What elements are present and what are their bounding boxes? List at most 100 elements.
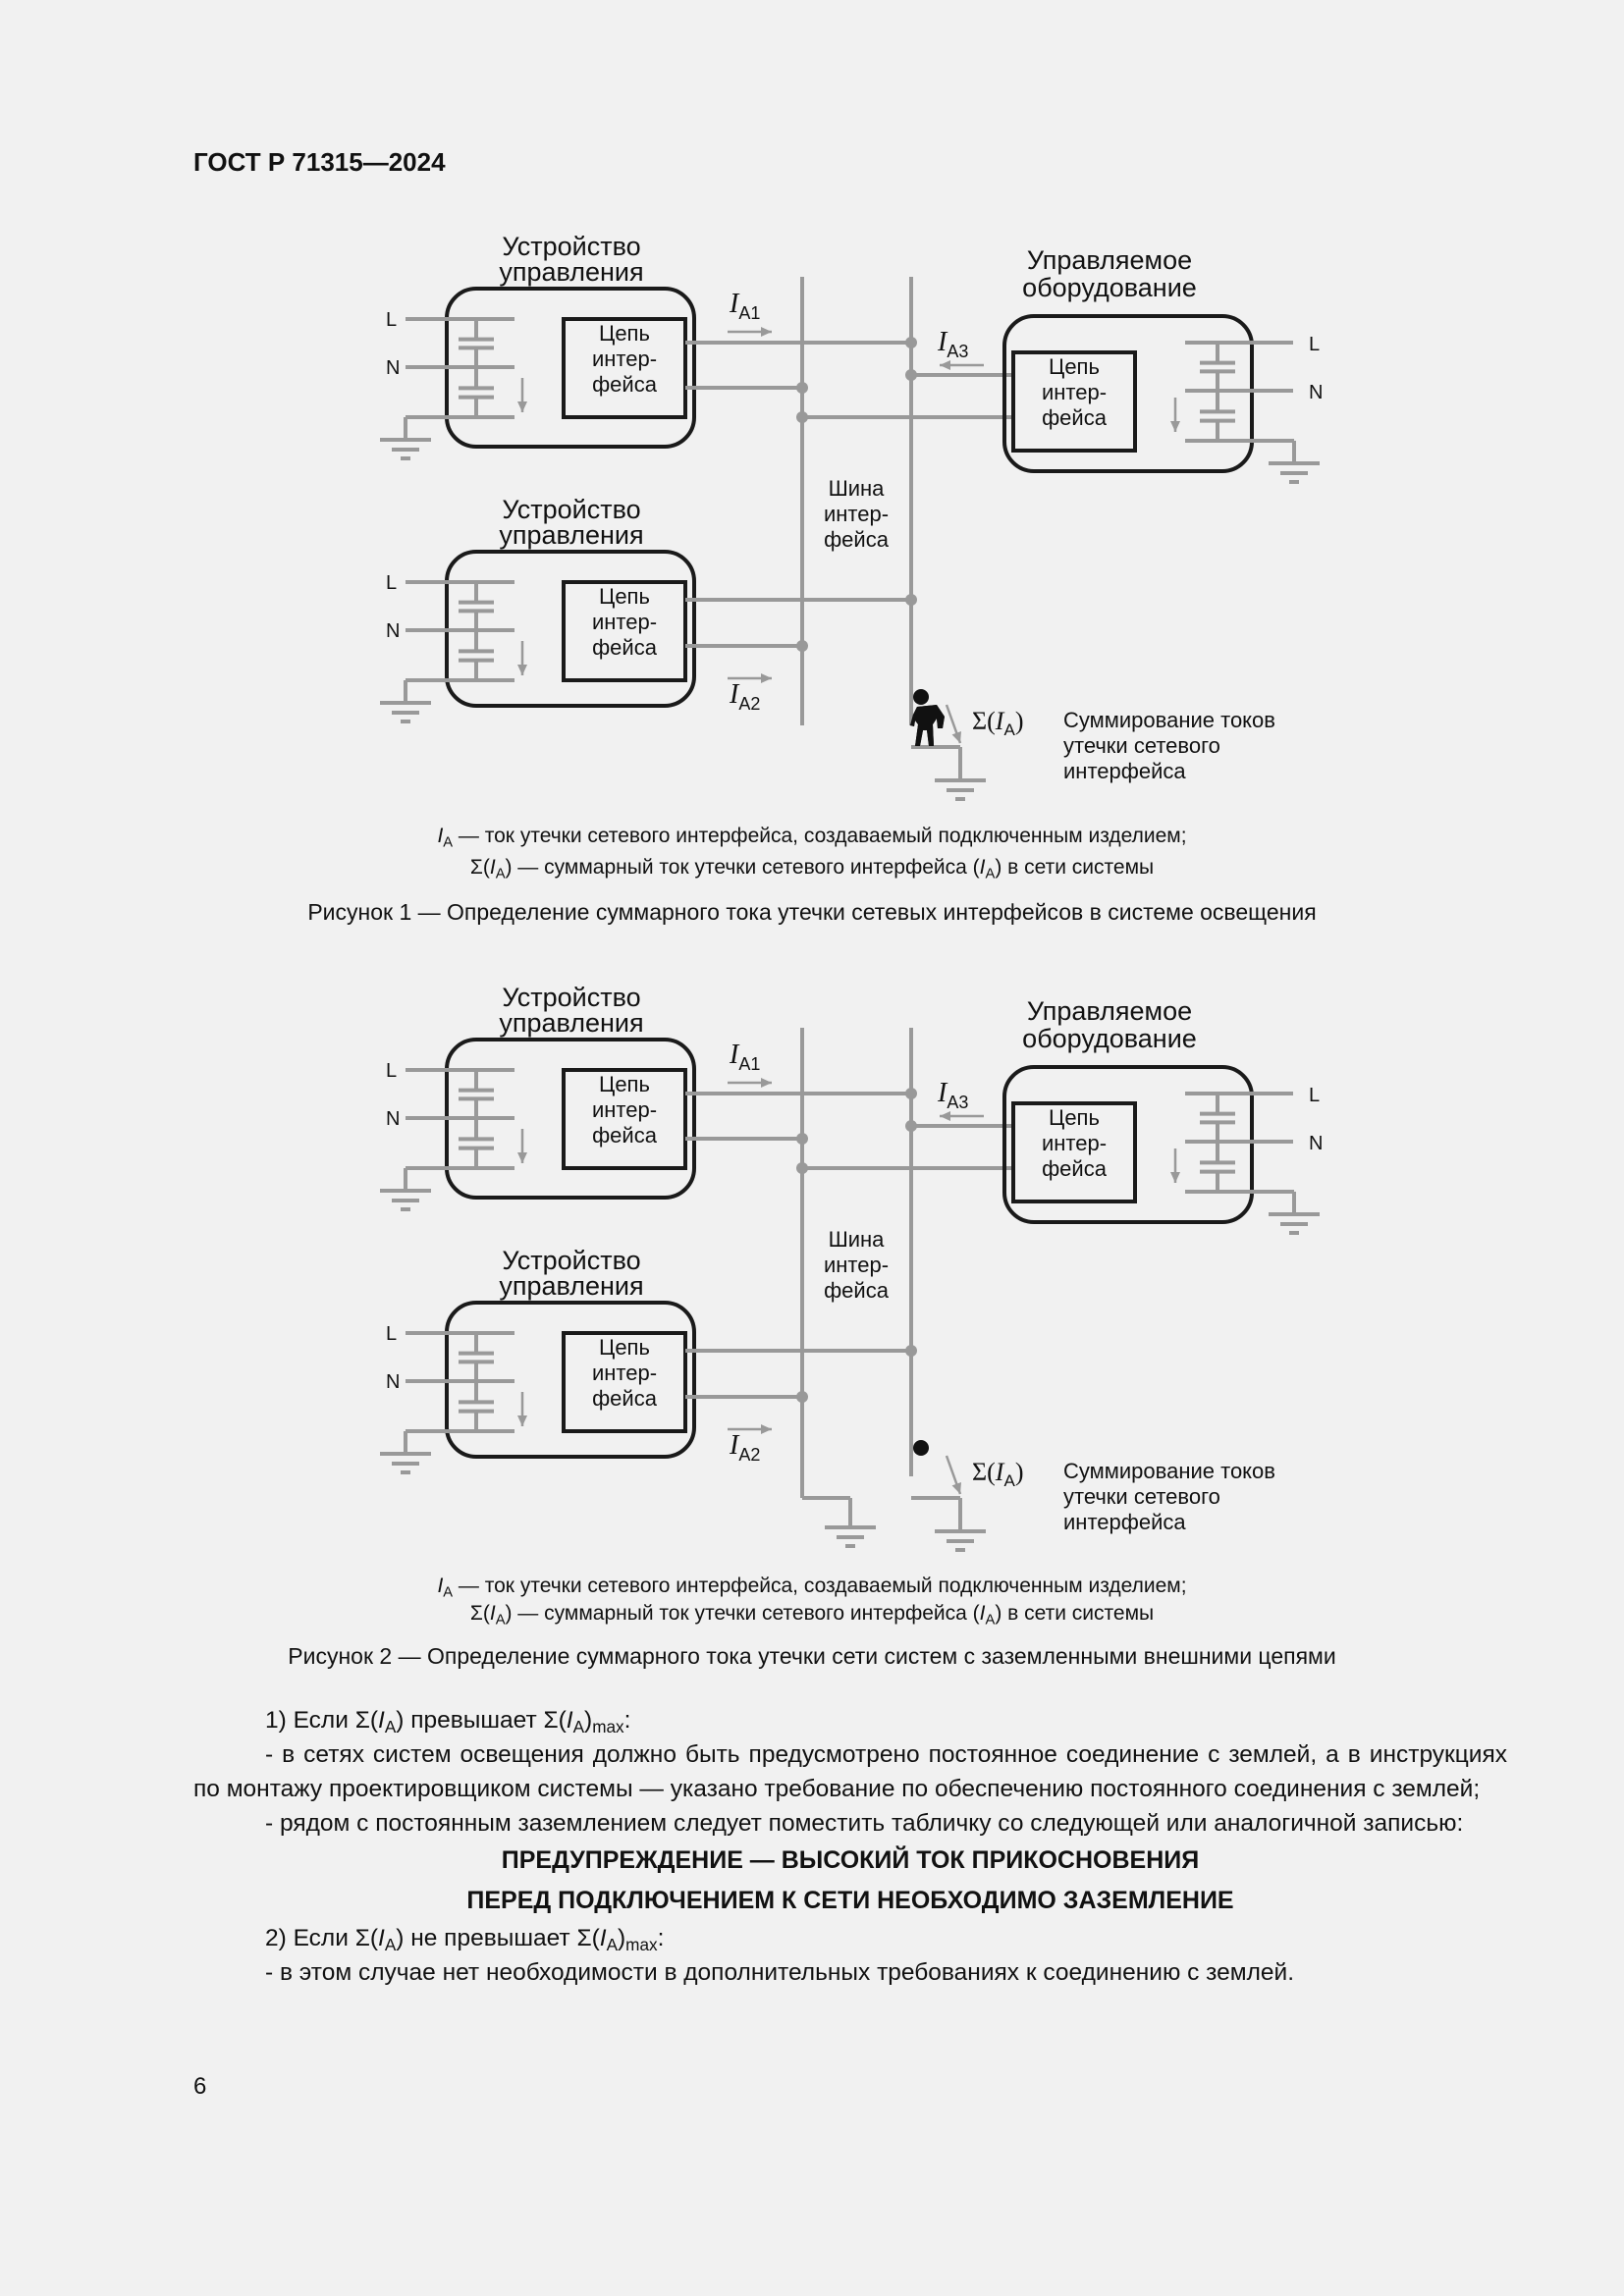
arrow-head [761, 1078, 772, 1088]
text-run: - в сетях систем освещения должно быть п… [193, 1741, 1507, 1802]
text-run: I [979, 856, 986, 879]
subscript: A [985, 1612, 996, 1629]
arrow-head [761, 673, 772, 683]
text-run: - рядом с постоянным заземлением следует… [265, 1810, 1464, 1837]
figure-legend-line: IA — ток утечки сетевого интерфейса, соз… [0, 1575, 1624, 1601]
device-title: управления [499, 1008, 643, 1038]
text-run: I [489, 1602, 496, 1625]
interface-circuit-box [562, 580, 687, 682]
interface-circuit-label: интер- [592, 1361, 657, 1385]
text-run: I [566, 1707, 573, 1734]
label-N: N [1309, 1133, 1323, 1154]
bus-label: фейса [824, 1278, 890, 1303]
subscript: A [606, 1935, 618, 1955]
interface-circuit-box [562, 1331, 687, 1433]
bus-label: фейса [824, 527, 890, 552]
paragraph: - в этом случае нет необходимости в допо… [193, 1955, 1507, 1990]
text-run: ) [618, 1925, 626, 1951]
bus-label: интер- [824, 502, 889, 526]
text-run: I [378, 1925, 385, 1951]
controlled-equipment-box [1002, 1065, 1254, 1224]
interface-circuit-label: интер- [1042, 380, 1107, 404]
subscript: A [443, 1584, 454, 1601]
subscript: A [985, 866, 996, 882]
current-label: IA3 [937, 1078, 968, 1112]
device-title: Устройство [502, 983, 640, 1012]
equipment-title: Управляемое [1027, 245, 1192, 275]
device-title: управления [499, 257, 643, 287]
label-L: L [386, 572, 397, 594]
junction-dot [905, 369, 917, 381]
arrow-head [517, 665, 527, 675]
arrow-head [940, 1111, 950, 1121]
text-run: Σ( [469, 1602, 490, 1625]
arrow-head [517, 1152, 527, 1163]
figure-2-diagram: Шинаинтер-фейсаУстройствоуправленияLNЦеп… [380, 705, 1323, 1552]
junction-dot [905, 1088, 917, 1099]
person-touch-icon [910, 705, 945, 1456]
equipment-title: Управляемое [1027, 996, 1192, 1026]
label-L: L [1309, 334, 1320, 355]
junction-dot [905, 337, 917, 348]
device-title: Устройство [502, 495, 640, 524]
text-run: : [657, 1925, 665, 1951]
text-run: I [378, 1707, 385, 1734]
text-run: : [623, 1707, 631, 1734]
current-label: IA2 [729, 679, 760, 714]
interface-circuit-label: фейса [592, 372, 658, 397]
summation-note: интерфейса [1063, 1510, 1186, 1534]
text-run: I [437, 1575, 444, 1597]
text-run: ) в сети системы [995, 856, 1155, 879]
subscript: A [443, 834, 454, 851]
subscript: A [384, 1935, 397, 1955]
interface-circuit-label: интер- [592, 1097, 657, 1122]
label-L: L [386, 1323, 397, 1345]
interface-circuit-label: Цепь [599, 584, 650, 609]
warning-text: ПРЕДУПРЕЖДЕНИЕ — ВЫСОКИЙ ТОК ПРИКОСНОВЕН… [501, 1846, 1200, 1874]
paragraph: - в сетях систем освещения должно быть п… [193, 1737, 1507, 1806]
subscript: A [495, 866, 506, 882]
text-run: ) превышает Σ( [396, 1707, 567, 1734]
label-L: L [1309, 1085, 1320, 1106]
junction-dot [905, 1345, 917, 1357]
document-header: ГОСТ Р 71315—2024 [193, 147, 446, 177]
text-run: — ток утечки сетевого интерфейса, создав… [453, 825, 1187, 847]
label-L: L [386, 1060, 397, 1082]
text-run: ) в сети системы [995, 1602, 1155, 1625]
text-run: Σ( [469, 856, 490, 879]
interface-circuit-box [562, 317, 687, 419]
interface-circuit-label: фейса [1042, 405, 1108, 430]
text-run: ) не превышает Σ( [396, 1925, 600, 1951]
label-N: N [386, 620, 400, 642]
interface-circuit-box [562, 1068, 687, 1170]
paragraph: - рядом с постоянным заземлением следует… [193, 1806, 1507, 1841]
figure-legend-line: IA — ток утечки сетевого интерфейса, соз… [0, 825, 1624, 851]
label-N: N [386, 1108, 400, 1130]
summation-note: Суммирование токов [1063, 1459, 1275, 1483]
arrow-head [761, 327, 772, 337]
equipment-title: оборудование [1022, 273, 1197, 302]
bus-label: Шина [829, 1227, 886, 1252]
figure-legend-line: Σ(I A ) — суммарный ток утечки сетевого ин… [0, 1602, 1624, 1629]
summation-note: Суммирование токов [1063, 708, 1275, 732]
sum-current-label: Σ(IA) [972, 1458, 1023, 1490]
current-label: IA2 [729, 1430, 760, 1465]
text-run: I [599, 1925, 607, 1951]
controlled-equipment-box [1002, 314, 1254, 473]
junction-dot [796, 411, 808, 423]
junction-dot [796, 1133, 808, 1145]
paragraph: 2) Если Σ(IA) не превышает Σ(IA)max: [193, 1921, 1507, 1955]
current-label: IA3 [937, 327, 968, 361]
text-run: ) — суммарный ток утечки сетевого интерф… [505, 1602, 980, 1625]
subscript: A [572, 1717, 585, 1737]
summation-note: интерфейса [1063, 759, 1186, 783]
junction-dot [796, 1162, 808, 1174]
body-text: 1) Если Σ(IA) превышает Σ(IA)max:- в сет… [193, 1703, 1507, 1990]
junction-dot [796, 1391, 808, 1403]
bus-label: Шина [829, 476, 886, 501]
interface-circuit-label: Цепь [1049, 354, 1100, 379]
figure-legend-line: Σ(IA) — суммарный ток утечки сетевого ин… [0, 856, 1624, 882]
arrow-head [940, 360, 950, 370]
subscript: max [625, 1935, 658, 1955]
